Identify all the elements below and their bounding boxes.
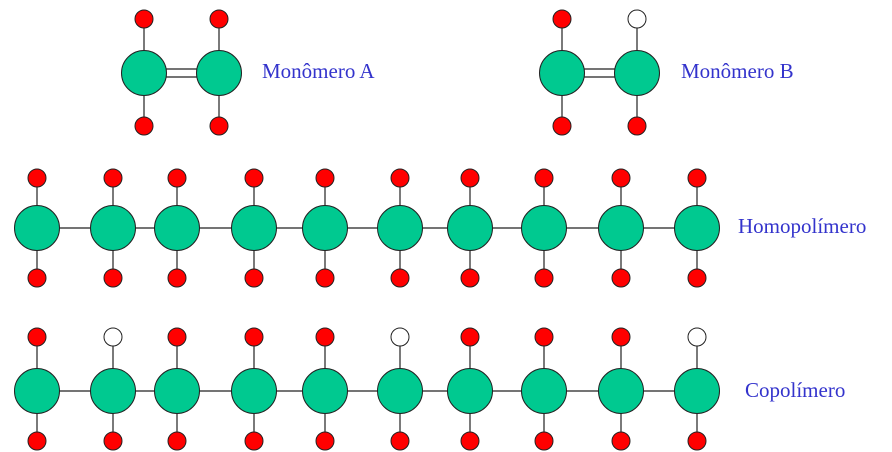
- backbone-atom: [90, 368, 136, 414]
- substituent-atom-red: [534, 268, 554, 288]
- substituent-atom-white: [687, 327, 707, 347]
- backbone-atom: [447, 205, 493, 251]
- backbone-atom: [377, 368, 423, 414]
- backbone-atom: [231, 368, 277, 414]
- substituent-atom-red: [103, 168, 123, 188]
- substituent-atom-white: [103, 327, 123, 347]
- homopolymer-chain: [14, 168, 720, 288]
- substituent-atom-red: [167, 168, 187, 188]
- monomer-a-structure: [121, 9, 242, 136]
- substituent-atom-red: [315, 168, 335, 188]
- substituent-atom-red: [460, 327, 480, 347]
- substituent-atom-red: [390, 268, 410, 288]
- substituent-atom-red: [611, 327, 631, 347]
- substituent-atom-red: [390, 431, 410, 451]
- substituent-atom-red: [460, 268, 480, 288]
- substituent-atom-red: [687, 268, 707, 288]
- substituent-atom-red: [460, 431, 480, 451]
- backbone-atom: [377, 205, 423, 251]
- copolymer-label: Copolímero: [745, 378, 846, 402]
- substituent-atom-red: [167, 431, 187, 451]
- substituent-atom-red: [134, 9, 154, 29]
- substituent-atom-red: [27, 431, 47, 451]
- backbone-atom: [14, 205, 60, 251]
- substituent-atom-red: [611, 268, 631, 288]
- substituent-atom-red: [534, 168, 554, 188]
- substituent-atom-red: [244, 431, 264, 451]
- substituent-atom-red: [315, 431, 335, 451]
- homopolymer-label: Homopolímero: [738, 214, 867, 238]
- substituent-atom-red: [244, 168, 264, 188]
- substituent-atom-red: [552, 9, 572, 29]
- substituent-atom-red: [315, 327, 335, 347]
- substituent-atom-red: [103, 431, 123, 451]
- backbone-atom: [154, 205, 200, 251]
- backbone-atom: [521, 205, 567, 251]
- backbone-atom: [539, 50, 585, 96]
- backbone-atom: [674, 368, 720, 414]
- backbone-atom: [674, 205, 720, 251]
- backbone-atom: [598, 205, 644, 251]
- backbone-atom: [121, 50, 167, 96]
- substituent-atom-red: [167, 268, 187, 288]
- substituent-atom-red: [687, 431, 707, 451]
- substituent-atom-red: [244, 268, 264, 288]
- backbone-atom: [447, 368, 493, 414]
- substituent-atom-red: [687, 168, 707, 188]
- substituent-atom-red: [460, 168, 480, 188]
- substituent-atom-red: [552, 116, 572, 136]
- substituent-atom-red: [27, 168, 47, 188]
- substituent-atom-red: [209, 9, 229, 29]
- backbone-atom: [196, 50, 242, 96]
- substituent-atom-red: [27, 268, 47, 288]
- substituent-atom-red: [27, 327, 47, 347]
- backbone-atom: [302, 205, 348, 251]
- backbone-atom: [614, 50, 660, 96]
- copolymer-chain: [14, 327, 720, 451]
- substituent-atom-white: [390, 327, 410, 347]
- substituent-atom-red: [167, 327, 187, 347]
- backbone-atom: [90, 205, 136, 251]
- substituent-atom-red: [611, 168, 631, 188]
- monomer-a-label: Monômero A: [262, 59, 375, 83]
- substituent-atom-red: [244, 327, 264, 347]
- substituent-atom-white: [627, 9, 647, 29]
- substituent-atom-red: [315, 268, 335, 288]
- substituent-atom-red: [134, 116, 154, 136]
- backbone-atom: [598, 368, 644, 414]
- substituent-atom-red: [390, 168, 410, 188]
- backbone-atom: [14, 368, 60, 414]
- backbone-atom: [521, 368, 567, 414]
- substituent-atom-red: [209, 116, 229, 136]
- substituent-atom-red: [611, 431, 631, 451]
- substituent-atom-red: [103, 268, 123, 288]
- backbone-atom: [302, 368, 348, 414]
- substituent-atom-red: [627, 116, 647, 136]
- substituent-atom-red: [534, 431, 554, 451]
- backbone-atom: [231, 205, 277, 251]
- backbone-atom: [154, 368, 200, 414]
- monomer-b-label: Monômero B: [681, 59, 794, 83]
- substituent-atom-red: [534, 327, 554, 347]
- monomer-b-structure: [539, 9, 660, 136]
